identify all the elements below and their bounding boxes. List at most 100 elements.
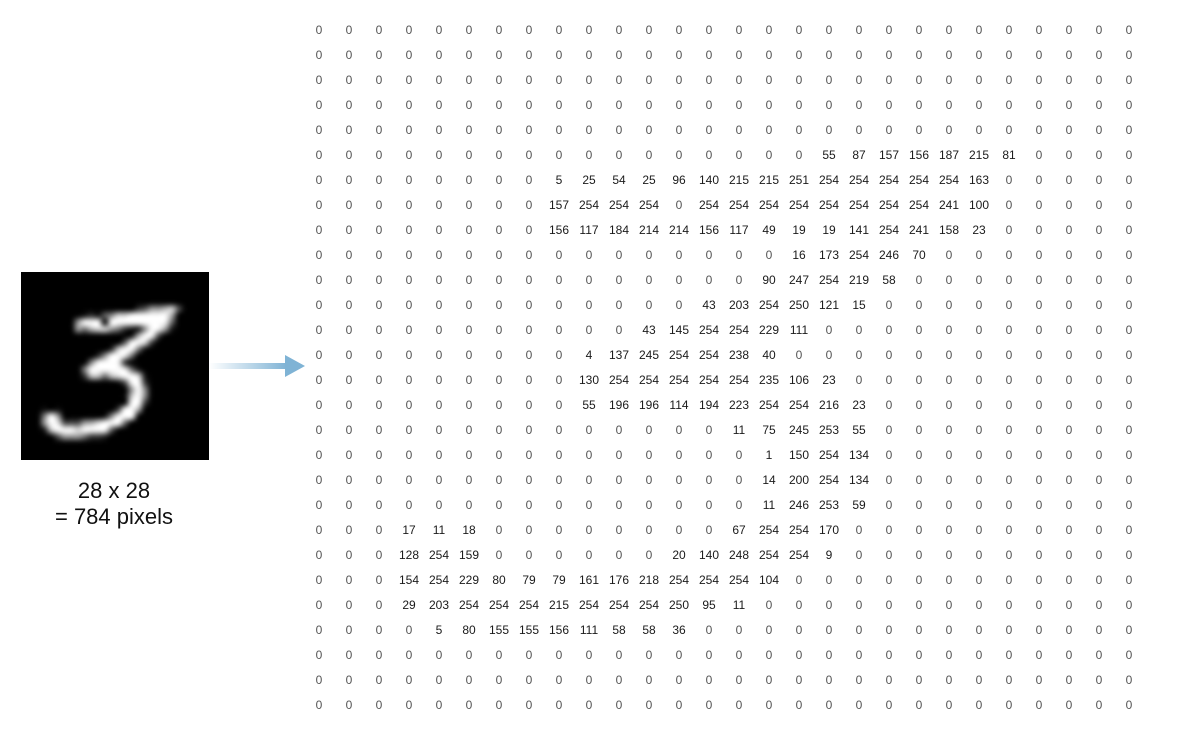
pixel-value: 0 [735,698,743,712]
pixel-value: 0 [495,423,503,437]
pixel-value: 0 [945,598,953,612]
pixel-value: 1 [765,448,773,462]
pixel-value: 0 [765,623,773,637]
pixel-value: 0 [345,623,353,637]
pixel-value: 0 [435,398,443,412]
pixel-value: 0 [1065,123,1073,137]
pixel-value: 0 [345,198,353,212]
pixel-value: 0 [1065,148,1073,162]
pixel-value: 0 [345,698,353,712]
pixel-value: 0 [435,98,443,112]
pixel-value: 0 [495,348,503,362]
pixel-value: 0 [645,273,653,287]
pixel-value: 0 [315,373,323,387]
pixel-value: 248 [728,548,750,562]
pixel-value: 0 [345,473,353,487]
pixel-value: 0 [885,523,893,537]
pixel-value: 254 [758,523,780,537]
pixel-value: 0 [645,473,653,487]
pixel-value: 0 [405,398,413,412]
pixel-value: 0 [465,198,473,212]
pixel-value: 0 [855,323,863,337]
pixel-value: 0 [405,623,413,637]
pixel-value: 0 [375,123,383,137]
pixel-value: 0 [375,673,383,687]
pixel-value: 0 [825,123,833,137]
pixel-value: 0 [1065,548,1073,562]
pixel-value: 0 [585,498,593,512]
pixel-value: 0 [1035,473,1043,487]
pixel-value: 134 [848,473,870,487]
pixel-value: 0 [615,273,623,287]
pixel-value: 0 [915,598,923,612]
pixel-value: 0 [345,573,353,587]
pixel-value: 0 [705,23,713,37]
pixel-value: 0 [1125,523,1133,537]
pixel-value: 0 [885,348,893,362]
pixel-value: 0 [735,73,743,87]
pixel-value: 0 [945,248,953,262]
image-caption: 28 x 28 = 784 pixels [24,478,204,530]
pixel-value: 0 [885,73,893,87]
pixel-value: 5 [555,173,563,187]
pixel-value: 253 [818,423,840,437]
pixel-value: 0 [1125,123,1133,137]
pixel-value: 254 [488,598,510,612]
pixel-value: 0 [945,398,953,412]
pixel-value: 0 [675,248,683,262]
pixel-value: 0 [675,23,683,37]
pixel-value: 0 [1035,373,1043,387]
pixel-value: 0 [345,73,353,87]
pixel-value: 0 [1125,573,1133,587]
pixel-value: 0 [345,523,353,537]
pixel-value: 0 [645,248,653,262]
pixel-value: 0 [855,548,863,562]
pixel-value: 0 [1095,223,1103,237]
pixel-value: 0 [435,298,443,312]
pixel-value: 0 [315,648,323,662]
pixel-value: 0 [705,648,713,662]
pixel-value: 254 [938,173,960,187]
pixel-value: 0 [465,23,473,37]
pixel-value: 0 [435,123,443,137]
pixel-value: 0 [375,273,383,287]
pixel-value: 0 [945,273,953,287]
pixel-value: 0 [495,273,503,287]
pixel-value: 0 [555,148,563,162]
pixel-value: 58 [642,623,656,637]
pixel-value: 0 [1005,398,1013,412]
pixel-value: 0 [1065,98,1073,112]
pixel-value: 0 [345,248,353,262]
pixel-value: 0 [435,698,443,712]
pixel-value: 0 [705,148,713,162]
pixel-value: 0 [945,298,953,312]
pixel-value: 15 [852,298,866,312]
pixel-value: 0 [975,573,983,587]
pixel-value: 157 [878,148,900,162]
pixel-value: 29 [402,598,416,612]
pixel-value: 254 [818,448,840,462]
pixel-value: 0 [945,348,953,362]
pixel-value: 0 [465,123,473,137]
pixel-value: 0 [885,698,893,712]
pixel-value: 0 [555,673,563,687]
pixel-value: 254 [728,373,750,387]
pixel-value: 0 [885,498,893,512]
pixel-value: 0 [705,273,713,287]
pixel-value: 0 [1035,398,1043,412]
pixel-value: 0 [495,48,503,62]
pixel-value: 0 [375,23,383,37]
pixel-value: 0 [1065,398,1073,412]
pixel-value: 0 [345,23,353,37]
pixel-value: 0 [1005,573,1013,587]
pixel-value: 0 [855,373,863,387]
pixel-value: 0 [585,548,593,562]
pixel-value: 0 [585,48,593,62]
pixel-value: 0 [465,673,473,687]
pixel-value: 0 [465,698,473,712]
pixel-value: 0 [705,123,713,137]
pixel-value: 0 [585,448,593,462]
pixel-value: 0 [585,298,593,312]
pixel-value: 0 [585,648,593,662]
pixel-value: 0 [1095,198,1103,212]
